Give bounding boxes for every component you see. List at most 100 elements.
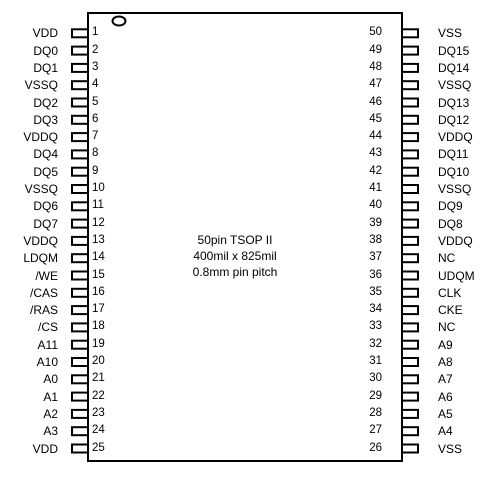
- right-pin-label: A5: [438, 406, 453, 421]
- left-pin-label: DQ2: [33, 95, 58, 110]
- right-pin-20: [401, 357, 419, 367]
- right-pin-number: 34: [369, 303, 382, 316]
- right-pin-number: 50: [369, 26, 382, 39]
- left-pin-22: [71, 391, 89, 402]
- right-pin-2: [401, 45, 419, 56]
- left-pin-17: [71, 305, 89, 316]
- right-pin-number: 30: [369, 372, 382, 385]
- right-pin-number: 38: [369, 233, 382, 246]
- left-pin-number: 8: [92, 147, 99, 160]
- right-pin-number: 37: [369, 251, 382, 264]
- right-pin-number: 47: [369, 78, 382, 91]
- left-pin-label: DQ7: [33, 216, 58, 231]
- right-pin-label: DQ14: [438, 60, 470, 75]
- right-pin-number: 46: [369, 95, 382, 108]
- right-pin-number: 44: [369, 130, 382, 143]
- left-pin-number: 14: [92, 251, 105, 264]
- left-pin-number: 12: [92, 216, 105, 229]
- right-pin-label: A7: [438, 372, 453, 387]
- left-pin-4: [71, 80, 89, 91]
- left-pin-23: [71, 408, 89, 419]
- left-pin-label: VSSQ: [24, 78, 58, 93]
- left-pin-label: VDDQ: [23, 233, 58, 248]
- right-pin-number: 41: [369, 182, 382, 194]
- right-pin-number: 49: [369, 43, 382, 56]
- left-pin-label: DQ3: [33, 112, 58, 127]
- right-pin-23: [401, 408, 419, 419]
- right-pin-number: 48: [369, 60, 382, 73]
- left-pin-label: DQ6: [33, 199, 58, 214]
- left-pin-number: 11: [92, 199, 104, 212]
- left-pin-20: [71, 357, 89, 367]
- right-pin-16: [401, 287, 419, 298]
- right-pin-label: CKE: [438, 303, 463, 318]
- left-pin-number: 15: [92, 268, 105, 281]
- left-pin-label: VDD: [32, 441, 58, 456]
- left-pin-18: [71, 322, 89, 333]
- right-pin-number: 28: [369, 406, 382, 419]
- right-pin-label: DQ10: [438, 164, 470, 179]
- left-pin-label: A1: [43, 389, 58, 404]
- left-pin-number: 20: [92, 355, 105, 367]
- left-pin-label: A0: [43, 372, 58, 387]
- right-pin-number: 32: [369, 337, 382, 350]
- left-pin-number: 1: [92, 26, 99, 39]
- right-pin-1: [401, 28, 419, 39]
- left-pin-1: [71, 28, 89, 39]
- left-pin-24: [71, 426, 89, 437]
- right-pin-number: 45: [369, 112, 382, 125]
- left-pin-19: [71, 339, 89, 350]
- left-pin-8: [71, 149, 89, 160]
- left-pin-label: /CS: [37, 320, 58, 335]
- left-pin-number: 24: [92, 424, 105, 437]
- left-pin-2: [71, 45, 89, 56]
- right-pin-17: [401, 305, 419, 316]
- right-pin-label: NC: [438, 320, 456, 335]
- right-pin-11: [401, 201, 419, 212]
- left-pin-16: [71, 287, 89, 298]
- left-pin-number: 23: [92, 406, 105, 419]
- right-pin-label: DQ13: [438, 95, 470, 110]
- left-pin-number: 19: [92, 337, 105, 350]
- left-pin-label: A10: [36, 355, 58, 369]
- left-pin-11: [71, 201, 89, 212]
- right-pin-number: 27: [369, 424, 382, 437]
- left-pin-number: 3: [92, 60, 99, 73]
- right-pin-number: 26: [369, 441, 382, 454]
- right-pin-15: [401, 270, 419, 281]
- right-pin-number: 36: [369, 268, 382, 281]
- left-pin-number: 17: [92, 303, 105, 316]
- left-pin-label: A3: [43, 424, 58, 439]
- right-pin-4: [401, 80, 419, 91]
- left-pin-25: [71, 443, 89, 454]
- left-pin-number: 9: [92, 164, 99, 177]
- left-pin-5: [71, 97, 89, 108]
- left-pin-label: VDDQ: [23, 130, 58, 145]
- right-pin-18: [401, 322, 419, 333]
- right-pin-label: DQ15: [438, 43, 470, 58]
- left-pin-label: DQ1: [33, 60, 58, 75]
- left-pin-number: 13: [92, 233, 105, 246]
- package-line-3: 0.8mm pin pitch: [192, 265, 278, 279]
- right-pin-label: DQ9: [438, 199, 463, 214]
- right-pin-21: [401, 374, 419, 385]
- left-pin-label: VDD: [32, 26, 58, 41]
- right-pin-label: UDQM: [438, 268, 475, 283]
- package-line-1: 50pin TSOP II: [197, 233, 273, 247]
- left-pin-label: /CAS: [29, 285, 58, 300]
- right-pin-3: [401, 62, 419, 73]
- left-pin-label: A2: [43, 406, 58, 421]
- left-pin-label: DQ4: [33, 147, 58, 162]
- left-pin-number: 18: [92, 320, 105, 333]
- left-pin-number: 6: [92, 112, 99, 125]
- right-pin-number: 40: [369, 199, 382, 212]
- left-pin-label: DQ5: [33, 164, 58, 179]
- left-pin-label: A11: [37, 337, 58, 352]
- left-pin-21: [71, 374, 89, 385]
- right-pin-12: [401, 218, 419, 229]
- right-pin-label: VSS: [438, 26, 463, 41]
- right-pin-number: 35: [369, 285, 382, 298]
- right-pin-5: [401, 97, 419, 108]
- left-pin-3: [71, 62, 89, 73]
